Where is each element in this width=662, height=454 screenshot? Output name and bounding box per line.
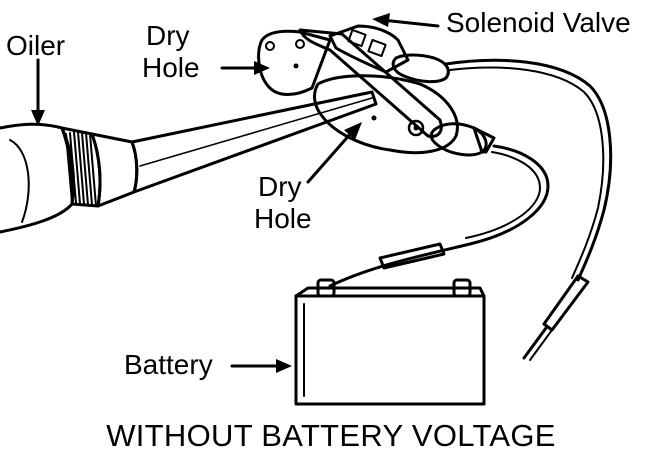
solenoid-valve-label: Solenoid Valve (446, 7, 631, 38)
dry-hole-bottom-label-line2: Hole (254, 203, 312, 234)
solenoid-valve (257, 24, 496, 157)
dry-hole-top-label-line1: Dry (146, 20, 190, 51)
oiler-label: Oiler (6, 30, 65, 61)
battery-label: Battery (124, 349, 213, 380)
leader-arrows (31, 13, 440, 373)
dry-hole-top-label-line2: Hole (142, 52, 200, 83)
dry-hole-top-arrow (220, 61, 270, 75)
dry-hole-bottom-arrow (306, 122, 362, 184)
diagram-caption: WITHOUT BATTERY VOLTAGE (106, 418, 556, 453)
wire-harness (328, 58, 613, 361)
labels: Oiler Dry Hole Dry Hole Solenoid Valve B… (6, 7, 631, 453)
battery (294, 278, 486, 406)
battery-arrow (230, 359, 292, 373)
oiler-arrow (31, 58, 45, 126)
dry-hole-bottom-label-line1: Dry (258, 171, 302, 202)
oiler-bottle (0, 90, 378, 234)
solenoid-valve-arrow (372, 13, 440, 28)
